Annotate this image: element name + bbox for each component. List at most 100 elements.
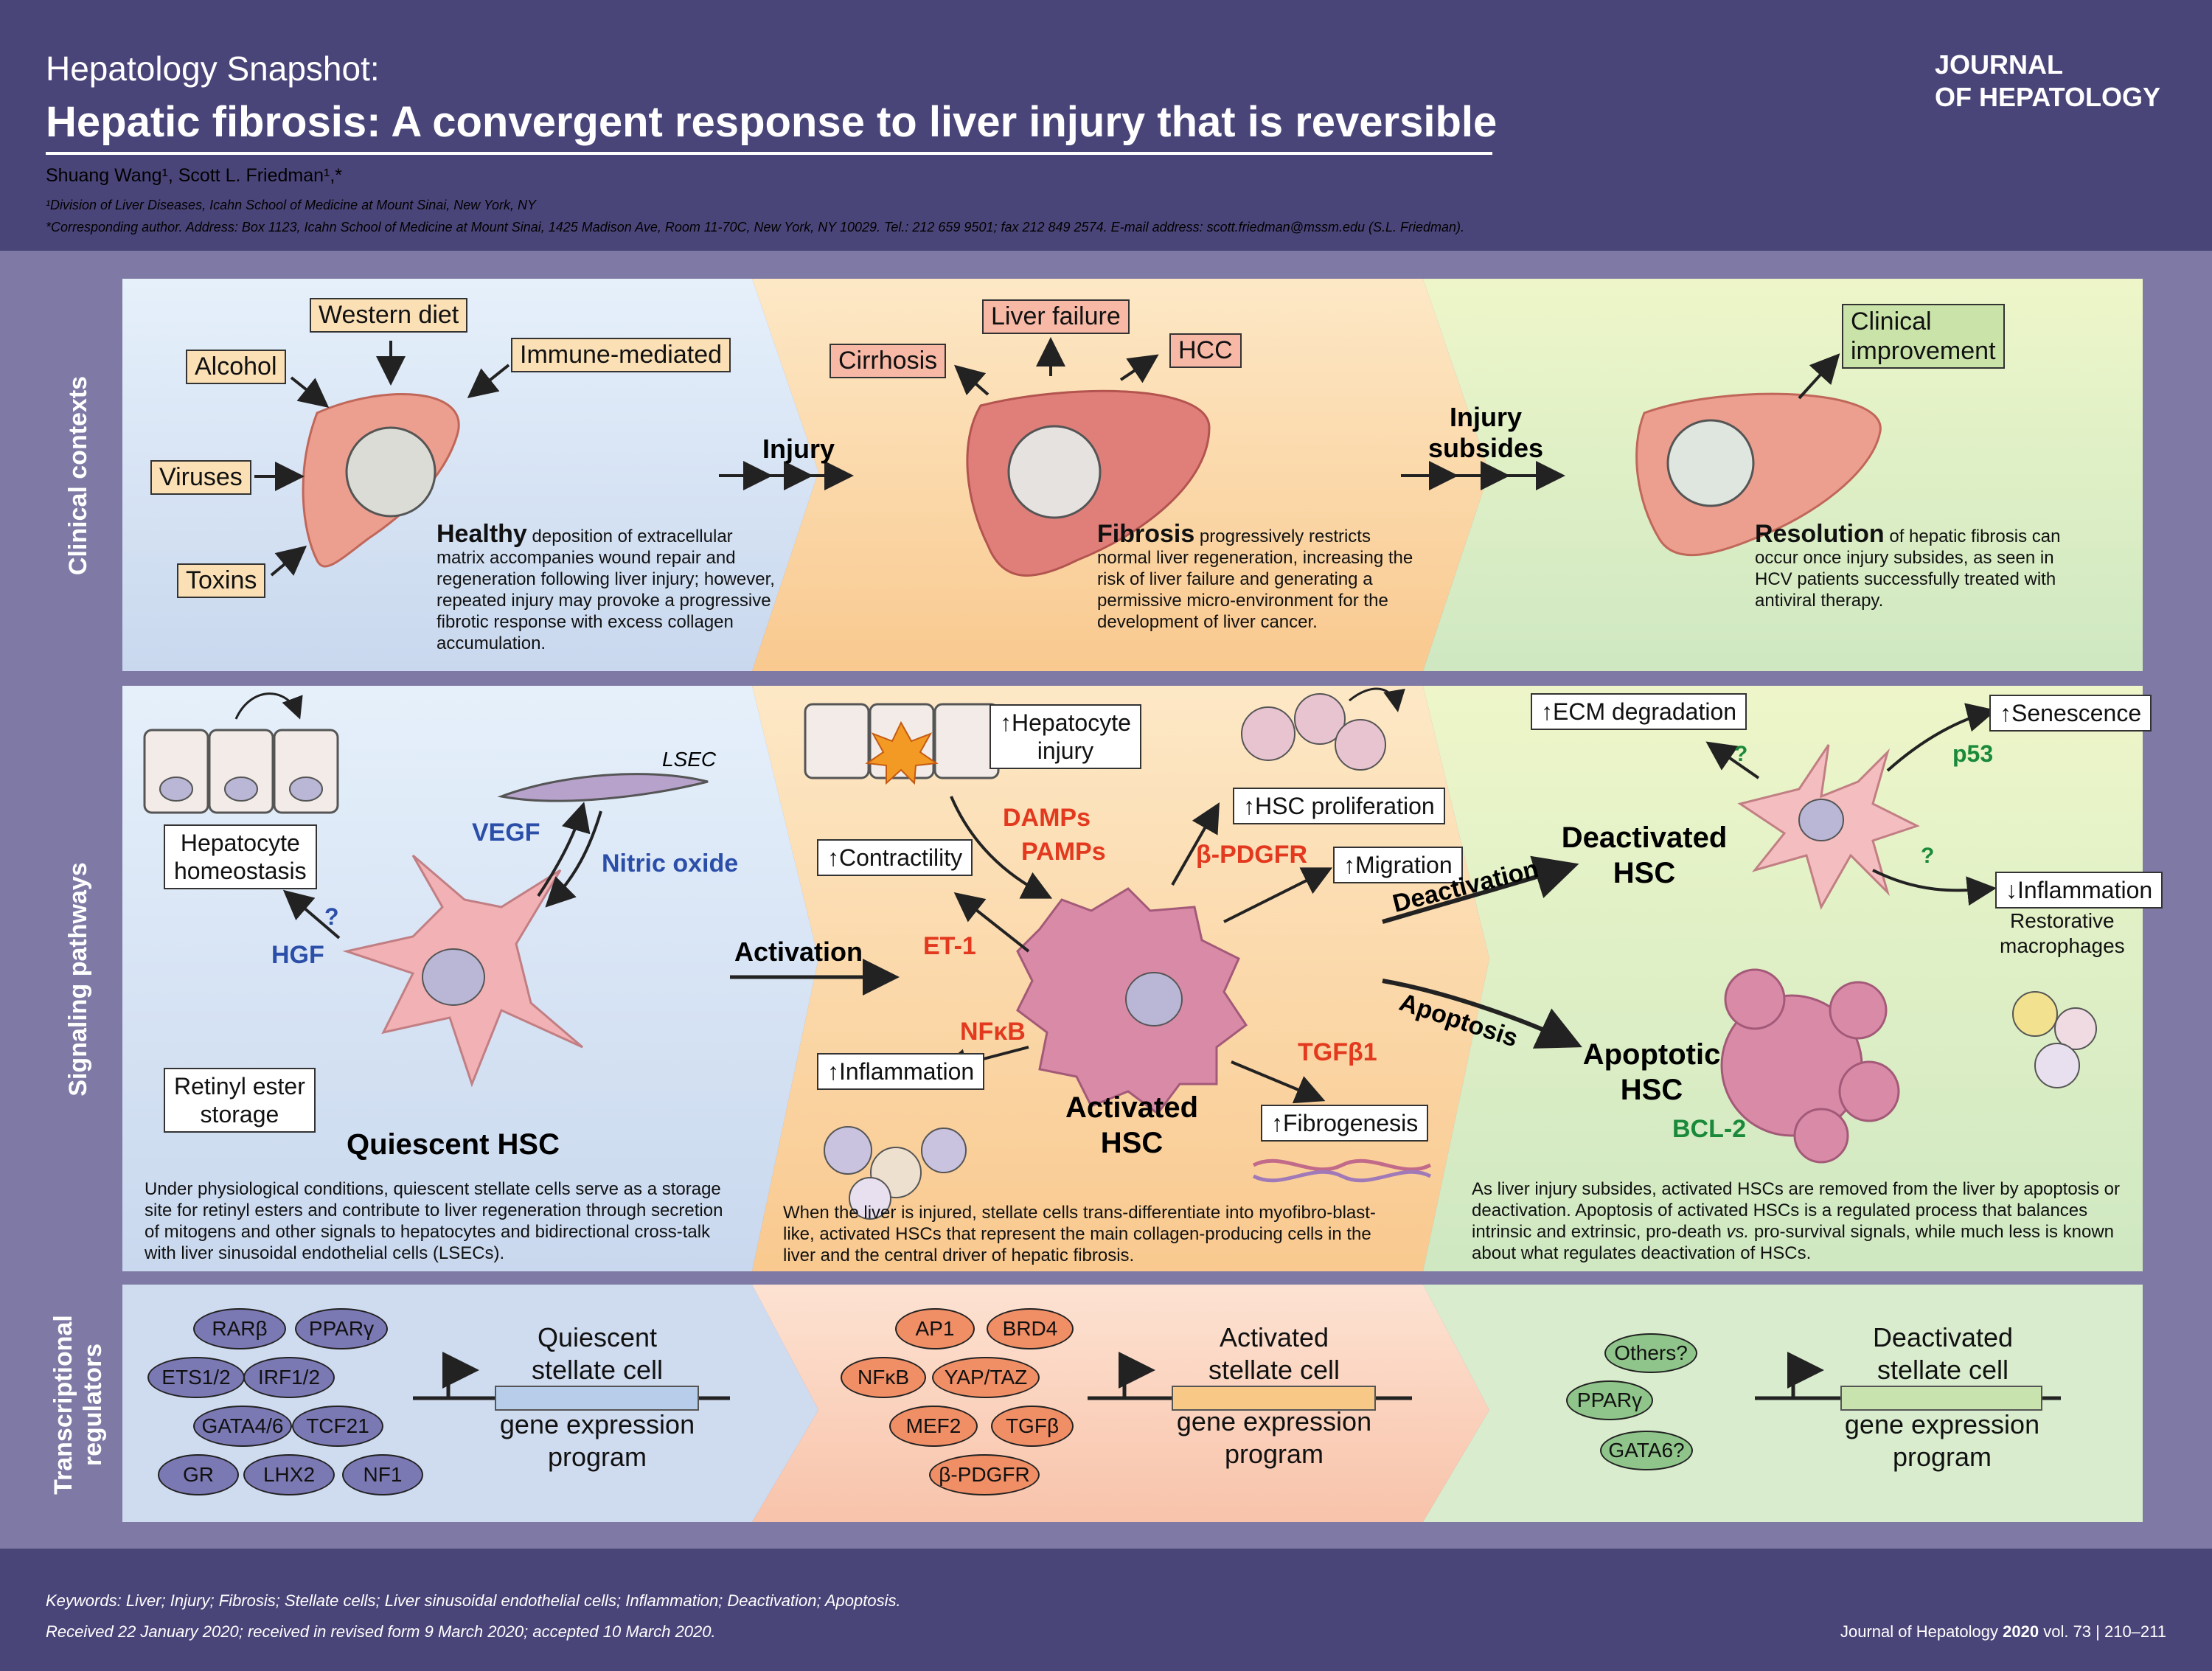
restorative-line2: macrophages	[2000, 934, 2125, 957]
tf-yap-taz: YAP/TAZ	[932, 1357, 1040, 1398]
retinyl-line1: Retinyl ester	[174, 1073, 305, 1099]
healthy-liver-histology	[345, 426, 437, 518]
deactivated-gene-line2: program	[1892, 1442, 1992, 1472]
row-label-transcriptional-line2: regulators	[79, 1343, 107, 1467]
arrow-alcohol	[290, 376, 330, 408]
hepatocytes-injured	[804, 703, 1000, 785]
quiescent-gene-line2: program	[547, 1442, 647, 1472]
apoptotic-hsc-label: Apoptotic HSC	[1578, 1037, 1725, 1108]
activated-stellate-line1: Activated	[1219, 1322, 1329, 1352]
resolved-liver-histology	[1666, 419, 1755, 507]
arrow-fibrogenesis	[1231, 1060, 1326, 1104]
nitric-oxide-label: Nitric oxide	[602, 850, 739, 878]
damps-label: DAMPs	[1003, 804, 1091, 832]
deactivated-gene-line1: gene expression	[1844, 1409, 2040, 1439]
apoptosis-arrow	[1382, 979, 1582, 1049]
migration-box: ↑Migration	[1333, 847, 1463, 883]
arrow-senescence	[1886, 703, 1997, 772]
cause-alcohol: Alcohol	[186, 350, 286, 384]
title-underline	[46, 152, 1492, 155]
arrow-inflammation-down	[1872, 869, 1997, 906]
tgfb1-label: TGFβ1	[1298, 1038, 1377, 1066]
cause-viruses: Viruses	[150, 460, 251, 495]
tf-gr: GR	[158, 1454, 239, 1495]
activated-description: When the liver is injured, stellate cell…	[783, 1203, 1376, 1265]
journal-logo-line2: OF HEPATOLOGY	[1934, 82, 2160, 112]
deactivated-gene-program: gene expression program	[1832, 1408, 2053, 1473]
row-label-transcriptional-line1: Transcriptional	[49, 1315, 77, 1495]
healthy-text-2: matrix accompanies wound repair and rege…	[437, 548, 775, 653]
collagen-fibers	[1252, 1158, 1432, 1172]
tf-gata6: GATA6?	[1600, 1431, 1693, 1470]
deactivated-stellate-line1: Deactivated	[1872, 1322, 2014, 1352]
hepatocytes-quiescent	[143, 729, 339, 814]
arrow-clinical-improvement	[1798, 353, 1840, 400]
ecm-degradation-box: ↑ECM degradation	[1531, 693, 1747, 730]
retinyl-ester-box: Retinyl ester storage	[164, 1068, 316, 1133]
hsc-proliferation-box: ↑HSC proliferation	[1233, 788, 1445, 824]
outcome-liver-failure: Liver failure	[982, 299, 1130, 334]
activated-stellate-title: Activated stellate cell	[1171, 1321, 1377, 1386]
apoptotic-hsc-line1: Apoptotic	[1582, 1038, 1721, 1071]
arrow-damps	[950, 796, 1053, 899]
fibrosis-text-1: progressively restricts	[1199, 527, 1371, 546]
deactivated-hsc-line2: HSC	[1613, 857, 1676, 889]
hepatocyte-injury-line1: ↑Hepatocyte	[1000, 709, 1131, 736]
outcome-cirrhosis: Cirrhosis	[830, 344, 947, 378]
row-label-signaling: Signaling pathways	[64, 862, 92, 1097]
injury-subsides-line2: subsides	[1427, 433, 1544, 463]
citation-year: 2020	[2003, 1622, 2039, 1641]
proliferating-hscs	[1241, 693, 1386, 771]
quiescent-stellate-line2: stellate cell	[531, 1355, 664, 1385]
resolution-title: Resolution	[1755, 520, 1885, 548]
senescence-box: ↑Senescence	[1989, 695, 2152, 732]
fibrosis-title: Fibrosis	[1097, 520, 1195, 548]
keywords: Keywords: Liver; Injury; Fibrosis; Stell…	[46, 1591, 901, 1610]
tf-nf1: NF1	[342, 1454, 423, 1495]
tf-ets12: ETS1/2	[147, 1357, 245, 1398]
citation-volume: vol. 73 | 210–211	[2043, 1622, 2166, 1641]
activated-gene-track	[1088, 1352, 1412, 1411]
quiescent-stellate-title: Quiescent stellate cell	[494, 1321, 700, 1386]
cause-immune-mediated: Immune-mediated	[511, 338, 731, 372]
p53-label: p53	[1952, 740, 1994, 767]
healthy-text-1: deposition of extracellular	[532, 527, 733, 546]
hepatocyte-injury-line2: injury	[1037, 737, 1094, 764]
activated-hsc-line2: HSC	[1100, 1127, 1164, 1159]
resolved-text-2: pro-survival signals, while much less is…	[1472, 1222, 2115, 1263]
tf-pparg-deactivated: PPARγ	[1566, 1380, 1653, 1420]
quiescent-hsc-nucleus	[422, 948, 485, 1006]
citation: Journal of Hepatology 2020 vol. 73 | 210…	[1840, 1622, 2166, 1642]
resolution-description: Resolution of hepatic fibrosis can occur…	[1755, 521, 2065, 611]
tf-pparg-quiescent: PPARγ	[295, 1308, 388, 1349]
deactivation-arrow	[1382, 855, 1579, 924]
hepatocyte-injury-box: ↑Hepatocyte injury	[990, 704, 1141, 769]
quiescent-description: Under physiological conditions, quiescen…	[145, 1179, 723, 1263]
journal-logo-line1: JOURNAL	[1934, 49, 2063, 80]
hgf-label: HGF	[271, 941, 324, 969]
tf-ap1: AP1	[895, 1308, 975, 1349]
deactivated-hsc-label: Deactivated HSC	[1556, 820, 1733, 891]
fibrogenesis-box: ↑Fibrogenesis	[1261, 1105, 1429, 1142]
inflammatory-cells	[824, 1126, 967, 1220]
outcome-clinical-improvement: Clinical improvement	[1842, 304, 2005, 369]
nfkb-label: NFκB	[960, 1018, 1026, 1046]
quiescent-gene-program: gene expression program	[487, 1408, 708, 1473]
snapshot-label: Hepatology Snapshot:	[46, 49, 380, 88]
hepatocyte-homeostasis-box: Hepatocyte homeostasis	[164, 824, 317, 889]
fibrosis-description: Fibrosis progressively restricts normal …	[1097, 521, 1429, 633]
deactivated-hsc-line1: Deactivated	[1561, 821, 1728, 854]
transcriptional-activated-panel	[752, 1285, 1489, 1522]
arrow-migration	[1223, 867, 1333, 923]
retinyl-line2: storage	[200, 1101, 279, 1128]
tf-mef2: MEF2	[889, 1406, 978, 1447]
hgf-question: ?	[324, 903, 339, 930]
transcriptional-deactivated-panel	[1423, 1285, 2143, 1522]
resolved-text-vs: vs.	[1726, 1222, 1750, 1242]
deactivated-stellate-title: Deactivated stellate cell	[1836, 1321, 2050, 1386]
tf-others: Others?	[1604, 1333, 1697, 1373]
page-title: Hepatic fibrosis: A convergent response …	[46, 98, 1498, 146]
activated-gene-program: gene expression program	[1164, 1406, 1385, 1470]
resolved-text-1: As liver injury subsides, activated HSCs…	[1472, 1179, 2121, 1242]
arrow-toxins	[270, 545, 307, 577]
